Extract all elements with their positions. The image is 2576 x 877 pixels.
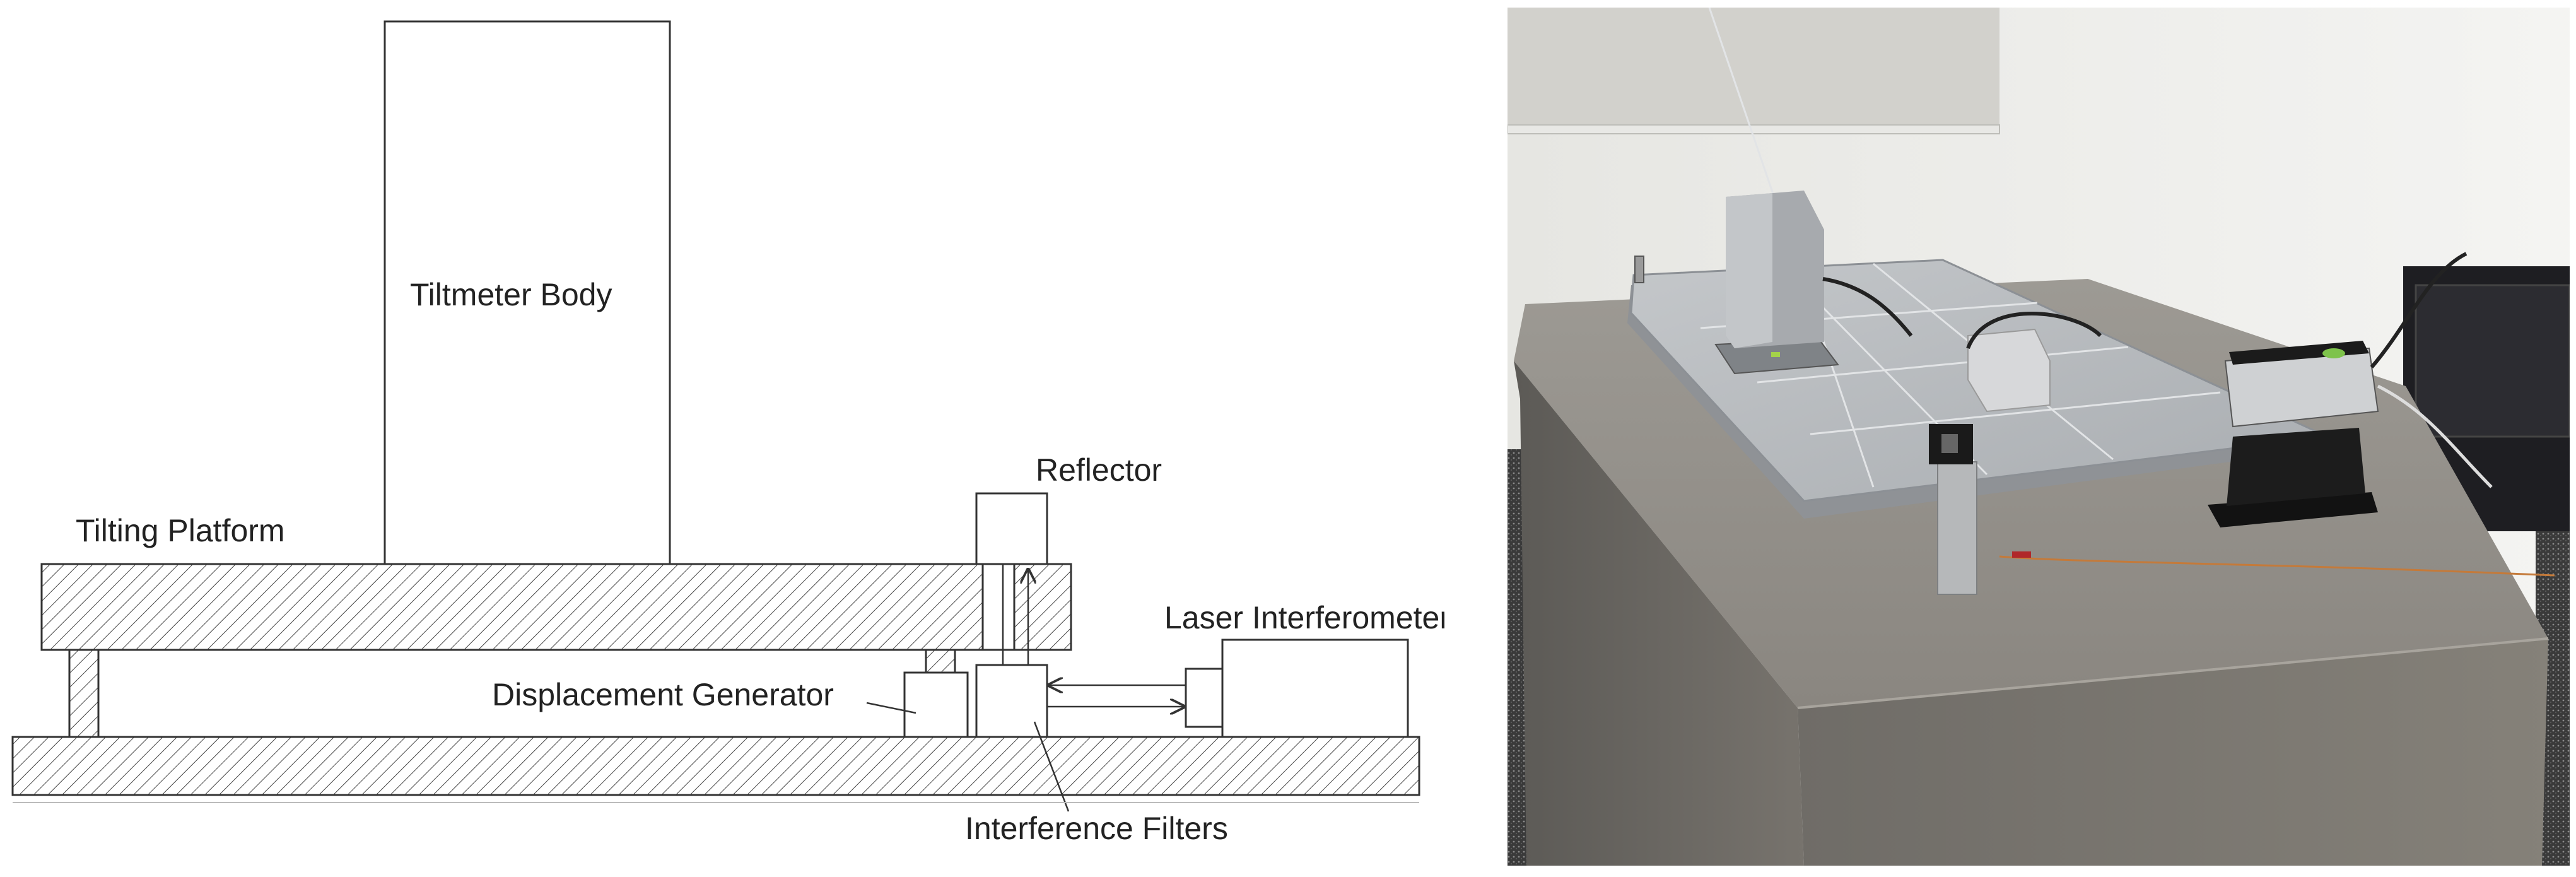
displacement-generator-label: Displacement Generator <box>492 677 834 712</box>
laser-interferometer-label: Laser Interferometer <box>1164 600 1444 635</box>
pier-left-side <box>1514 361 1804 866</box>
displacement-generator-leader <box>866 702 916 714</box>
bubble-level <box>1771 352 1780 357</box>
controller-box <box>1967 328 2051 413</box>
fiber-cable <box>1999 555 2555 577</box>
pier-front <box>1798 639 2548 866</box>
schematic-diagram: Tiltmeter Body Tilting Platform Reflecto… <box>11 20 1444 846</box>
support-pad-right <box>925 649 956 674</box>
interference-filters-leader <box>1033 721 1070 812</box>
reflector-label: Reflector <box>1036 452 1162 488</box>
base-plate <box>11 736 1420 796</box>
interferometer-indicator <box>2322 348 2345 358</box>
tilting-platform <box>40 563 984 651</box>
adjustment-screw <box>1634 256 1644 283</box>
interference-filters-label: Interference Filters <box>965 811 1228 846</box>
interferometer-top <box>2229 341 2369 365</box>
cabinet-bezel <box>2415 284 2570 438</box>
reflector <box>975 492 1048 565</box>
support-post-left <box>68 649 100 738</box>
fiber-connector <box>2012 551 2031 558</box>
window-blind <box>1508 8 1999 127</box>
platform-right-end <box>1013 563 1072 651</box>
tiltmeter-cable <box>1822 277 1913 337</box>
controller-cable <box>1966 312 2102 350</box>
pier-edge <box>1797 637 2549 709</box>
interferometer-cable <box>2377 384 2493 488</box>
cabinet-cable <box>2370 252 2468 368</box>
blind-rail <box>1508 124 2000 134</box>
lab-jack-base <box>2208 492 2378 527</box>
displacement-generator <box>903 671 969 738</box>
generator-bracket <box>1937 461 1977 595</box>
tilting-platform-label: Tilting Platform <box>76 513 285 548</box>
tiltmeter-body-label: Tiltmeter Body <box>410 277 612 312</box>
platform-channel <box>981 563 1016 651</box>
tiltmeter-front-face <box>1726 193 1772 348</box>
lab-jack-scissor <box>2227 428 2365 506</box>
interferometer-aperture <box>1185 668 1224 728</box>
generator-window <box>1941 434 1958 453</box>
tiltmeter-body <box>383 20 671 565</box>
setup-photograph <box>1508 8 2570 866</box>
laser-interferometer <box>1221 639 1409 738</box>
